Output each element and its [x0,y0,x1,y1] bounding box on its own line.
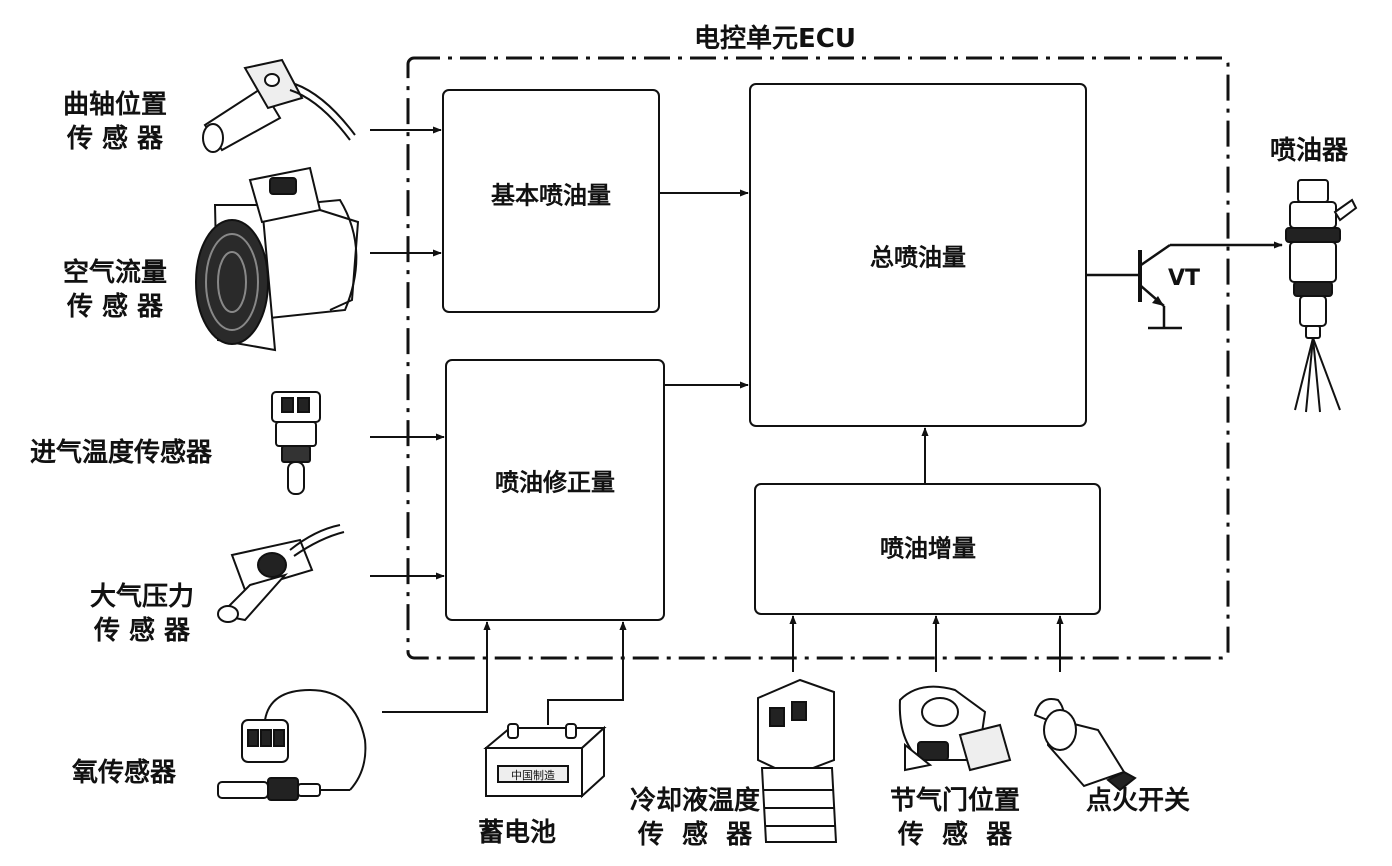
pressure-sensor-label: 大气压力 传 感 器 [89,582,194,646]
coolant-sensor-label: 冷却液温度 传 感 器 [629,786,760,850]
ignition-switch-icon [1033,698,1137,792]
transistor-vt-label: VT [1168,266,1201,291]
injector-icon [1285,179,1358,413]
transistor-emitter-arrow [1152,296,1164,306]
total-injection-label: 总喷油量 [870,243,966,272]
airflow-sensor-icon [195,166,360,352]
throttle-sensor-icon [898,685,1012,772]
basic-injection-box [442,89,660,313]
intake-temp-sensor-label: 进气温度传感器 [30,438,213,468]
pressure-sensor-icon [217,524,345,623]
transistor-vt [1086,241,1283,330]
airflow-sensor-label: 空气流量 传 感 器 [62,258,167,322]
crank-sensor-label: 曲轴位置 传 感 器 [62,90,167,154]
oxygen-sensor-label: 氧传感器 [72,758,177,788]
battery-label: 蓄电池 [478,818,557,848]
crank-sensor-icon [202,58,356,153]
battery-plate-label: 中国制造 [511,768,555,782]
ecu-boundary [406,56,1230,660]
injection-correction-box [445,359,665,621]
arrow-battery-input [547,621,627,725]
battery-icon [483,723,607,799]
ignition-switch-label: 点火开关 [1086,786,1191,816]
injection-increase-label: 喷油增量 [880,534,976,563]
ecu-title: 电控单元ECU [694,24,856,54]
injection-increase-box [754,483,1101,615]
basic-injection-label: 基本喷油量 [491,181,611,210]
arrow-oxygen-input [382,621,491,713]
intake-temp-sensor-icon [271,391,321,495]
injection-correction-label: 喷油修正量 [495,468,615,497]
total-injection-box [749,83,1087,427]
throttle-sensor-label: 节气门位置 传 感 器 [889,786,1020,850]
injector-label: 喷油器 [1270,136,1349,166]
oxygen-sensor-icon [217,688,367,801]
coolant-sensor-icon [757,678,838,843]
